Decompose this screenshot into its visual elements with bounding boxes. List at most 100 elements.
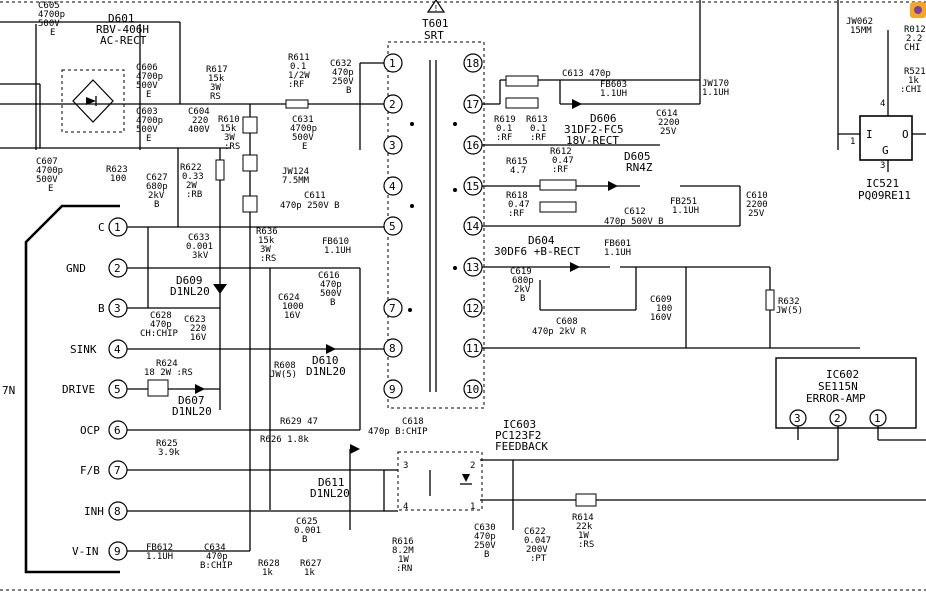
ic603-pin: 3 xyxy=(403,461,408,471)
svg-text:11: 11 xyxy=(466,342,479,355)
svg-text:4: 4 xyxy=(114,343,121,356)
connector-side-label: 7N xyxy=(2,384,15,397)
ic603-pin: 2 xyxy=(470,461,475,471)
ic521-pin-o: O xyxy=(902,128,909,141)
svg-text:3: 3 xyxy=(114,302,121,315)
svg-text:B: B xyxy=(98,302,105,315)
transformer-pin: 11 xyxy=(463,338,483,358)
svg-text:7: 7 xyxy=(389,302,396,315)
svg-text:GND: GND xyxy=(66,262,86,275)
transformer-ref: T601 xyxy=(422,17,449,30)
svg-text:12: 12 xyxy=(466,302,479,315)
transformer-pin: 9 xyxy=(383,379,403,399)
transformer-label: SRT xyxy=(424,29,444,42)
svg-text:17: 17 xyxy=(466,98,479,111)
transformer-pin: 2 xyxy=(383,94,403,114)
svg-text:F/B: F/B xyxy=(80,464,100,477)
svg-text:16: 16 xyxy=(466,139,479,152)
diode-symbol xyxy=(195,99,618,454)
ic521-pin: 4 xyxy=(880,99,885,109)
connector-pin-b: 3B xyxy=(98,298,128,318)
svg-text:18: 18 xyxy=(466,57,479,70)
svg-text:SINK: SINK xyxy=(70,343,97,356)
ic603-ref: IC603 xyxy=(503,418,536,431)
transformer-pin: 10 xyxy=(463,379,483,399)
svg-text:8: 8 xyxy=(389,342,396,355)
ic521-pin: 1 xyxy=(850,137,855,147)
transformer-pin: 1 xyxy=(383,53,403,73)
ic603-desc: FEEDBACK xyxy=(495,440,548,453)
corner-logo-icon xyxy=(910,2,926,18)
ic602-pin: 3 xyxy=(794,412,801,425)
svg-text:!: ! xyxy=(434,4,439,13)
svg-text:1: 1 xyxy=(114,221,121,234)
svg-text:OCP: OCP xyxy=(80,424,100,437)
ic521-pin: 3 xyxy=(880,161,885,171)
ic521-body xyxy=(859,115,913,161)
transformer-pin: 18 xyxy=(463,53,483,73)
connector-pin-ocp: 6 OCP xyxy=(80,420,128,440)
svg-text:10: 10 xyxy=(466,383,479,396)
ic602-pin: 2 xyxy=(834,412,841,425)
transformer-pin: 15 xyxy=(463,176,483,196)
svg-text:9: 9 xyxy=(389,383,396,396)
svg-text:C: C xyxy=(98,221,105,234)
svg-text:5: 5 xyxy=(114,383,121,396)
ic603-pin: 1 xyxy=(470,502,475,512)
svg-text:INH: INH xyxy=(84,505,104,518)
svg-text:15: 15 xyxy=(466,180,479,193)
svg-text:5: 5 xyxy=(389,220,396,233)
resistor-symbol xyxy=(147,75,775,507)
ic603-pin: 4 xyxy=(403,502,408,512)
svg-text:6: 6 xyxy=(114,424,121,437)
ic521-pin-i: I xyxy=(866,128,873,141)
ic602-pin: 1 xyxy=(874,412,881,425)
svg-text:9: 9 xyxy=(114,545,121,558)
transformer-pin: 7 xyxy=(383,298,403,318)
svg-text:14: 14 xyxy=(466,220,480,233)
ic603-part: PC123F2 xyxy=(495,429,541,442)
bridge-rectifier xyxy=(61,69,125,133)
ic521-part: PQ09RE11 xyxy=(858,189,911,202)
transformer-pin: 13 xyxy=(463,257,483,277)
svg-text:2: 2 xyxy=(389,98,396,111)
ic602-desc: ERROR-AMP xyxy=(806,392,866,405)
